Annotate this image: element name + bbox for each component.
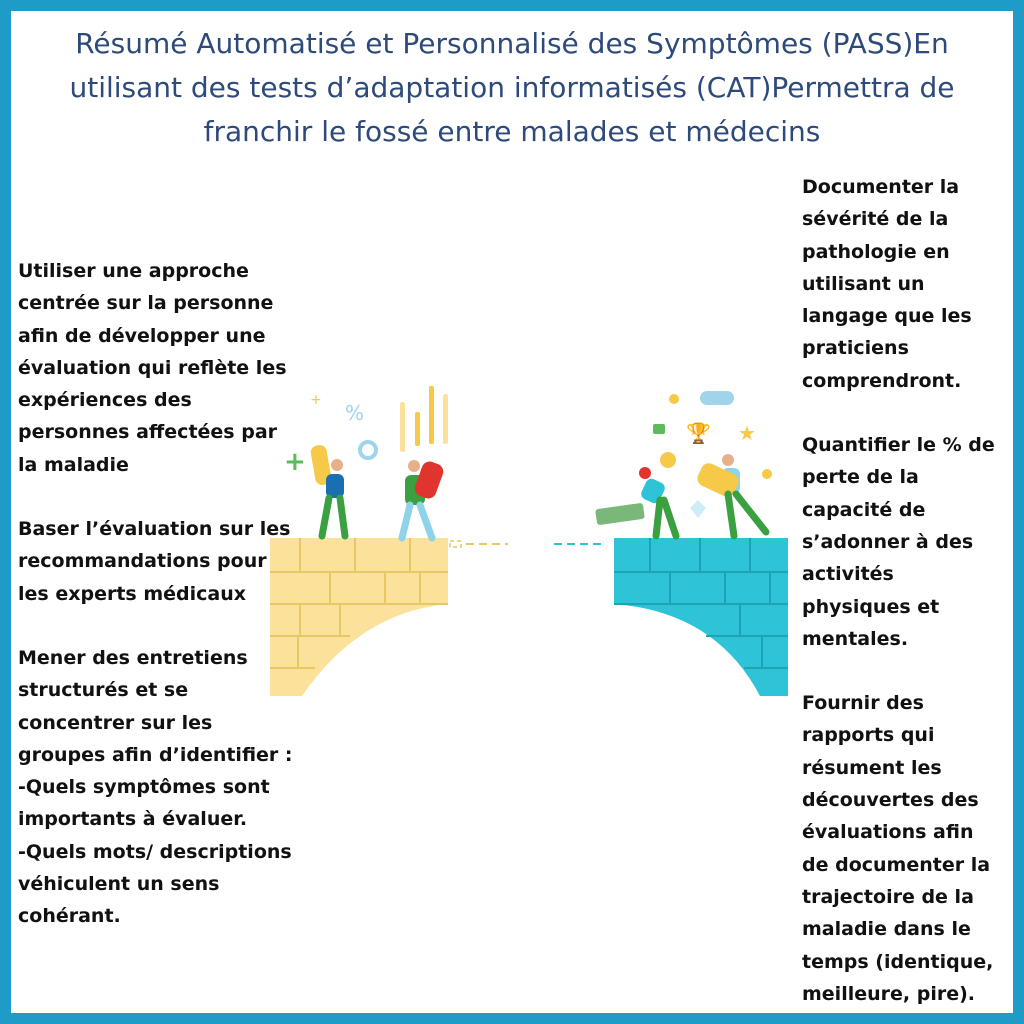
coin-3-icon bbox=[762, 469, 772, 479]
right-item-1: Documenter la sévérité de la pathologie … bbox=[802, 176, 972, 392]
left-item-1: Utiliser une approche centrée sur la per… bbox=[18, 260, 287, 476]
person-right-2 bbox=[697, 454, 770, 540]
page-title: Résumé Automatisé et Personnalisé des Sy… bbox=[69, 27, 955, 148]
left-item-2: Baser l’évaluation sur les recommandatio… bbox=[18, 518, 291, 605]
right-column: Documenter la sévérité de la pathologie … bbox=[802, 171, 997, 1010]
bar-chart-icon bbox=[400, 386, 448, 452]
left-bridge bbox=[270, 538, 508, 696]
gamepad-icon bbox=[700, 391, 734, 405]
plus-icon: + bbox=[284, 447, 306, 477]
left-item-3: Mener des entretiens structurés et se co… bbox=[18, 642, 302, 933]
person-right-1 bbox=[595, 467, 680, 540]
left-column: Utiliser une approche centrée sur la per… bbox=[18, 255, 302, 933]
left-item-3-bullet-1: -Quels symptômes sont importants à évalu… bbox=[18, 776, 270, 831]
ring-icon bbox=[358, 440, 378, 460]
puzzle-icon bbox=[653, 424, 665, 434]
star-icon: ★ bbox=[738, 421, 756, 445]
person-left-1 bbox=[310, 445, 349, 540]
bridge-illustration: % + + 🏆 ★ bbox=[270, 386, 788, 696]
left-item-3-bullet-2: -Quels mots/ descriptions véhiculent un … bbox=[18, 840, 292, 928]
small-plus-icon: + bbox=[310, 392, 322, 408]
person-left-2 bbox=[398, 460, 444, 542]
left-item-3-intro: Mener des entretiens structurés et se co… bbox=[18, 646, 293, 766]
coin-icon bbox=[669, 394, 679, 404]
percent-icon: % bbox=[345, 401, 364, 425]
right-item-3: Fournir des rapports qui résument les dé… bbox=[802, 692, 994, 1005]
right-item-2: Quantifier le % de perte de la capacité … bbox=[802, 434, 995, 650]
coin-2-icon bbox=[660, 452, 676, 468]
diamond-icon bbox=[690, 500, 706, 518]
trophy-icon: 🏆 bbox=[686, 421, 711, 445]
right-bridge bbox=[554, 538, 788, 696]
